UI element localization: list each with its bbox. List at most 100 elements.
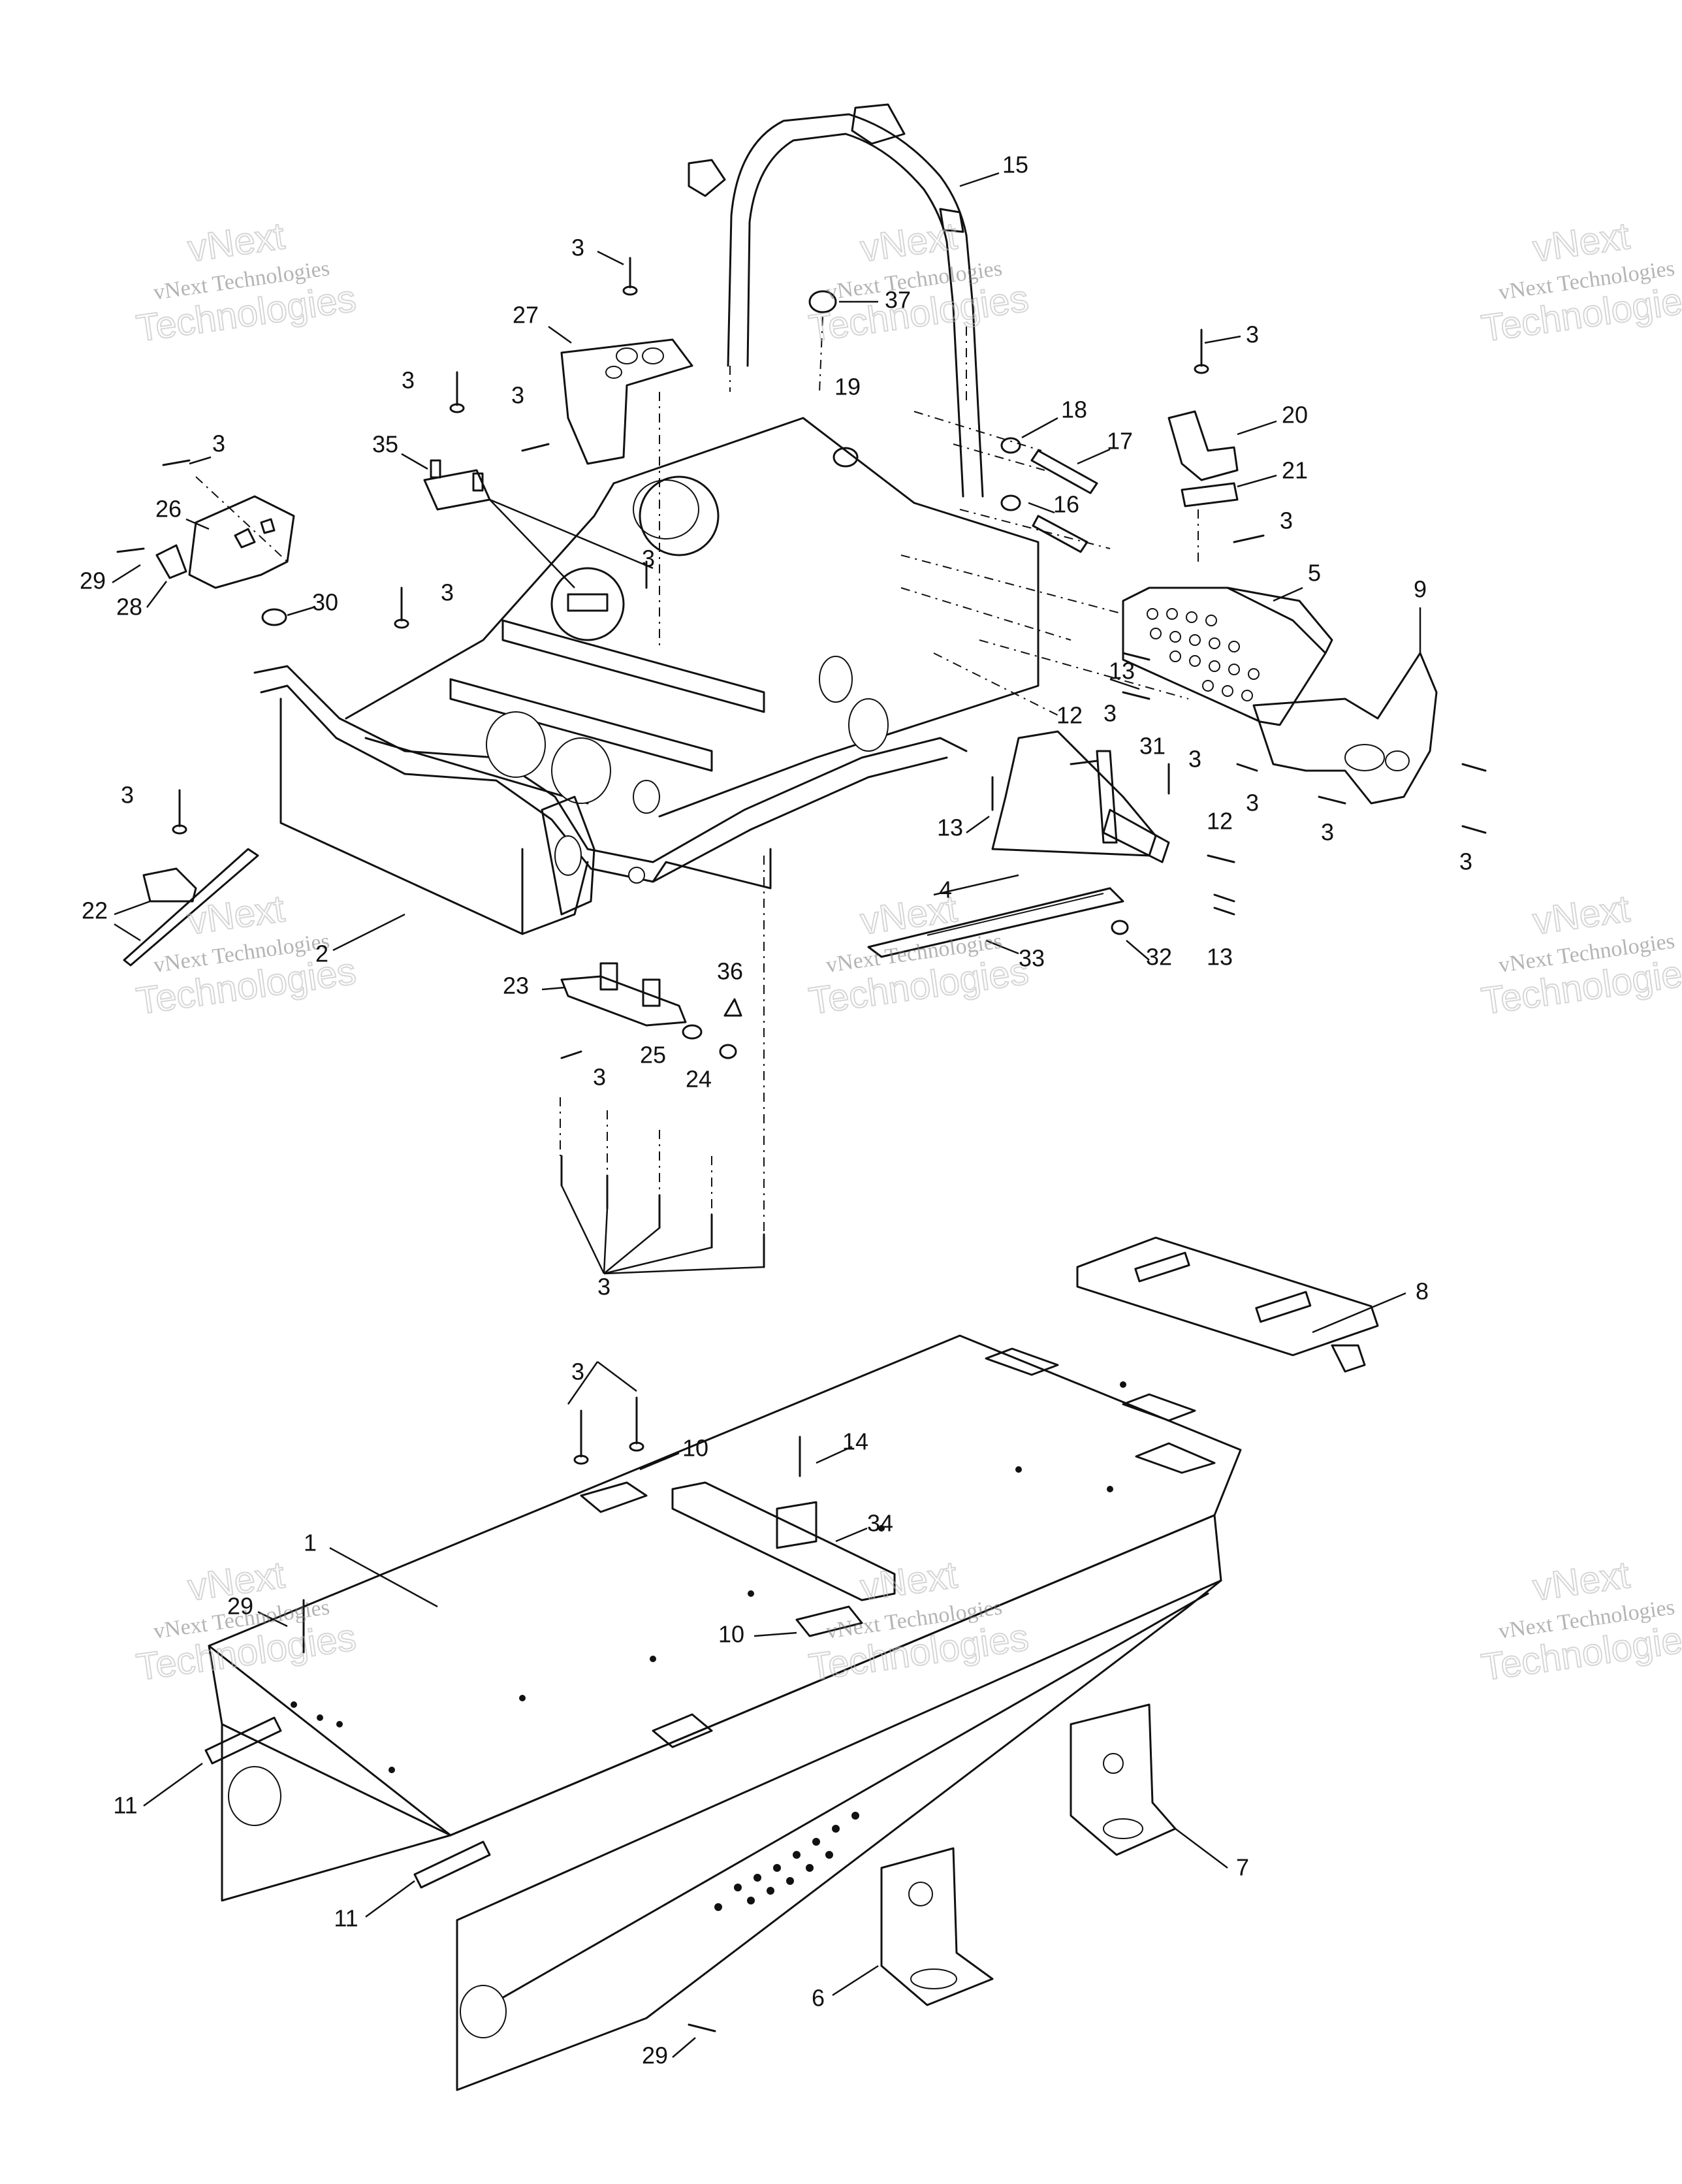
- callout-10: 10: [682, 1435, 708, 1462]
- washer-part-19: [833, 447, 859, 468]
- callout-37: 37: [885, 287, 911, 313]
- callout-25: 25: [640, 1042, 666, 1068]
- lower-rivets-part-3: [302, 1396, 801, 2032]
- callout-14: 14: [842, 1428, 868, 1455]
- callout-23: 23: [503, 972, 529, 999]
- callout-22: 22: [82, 897, 108, 924]
- callout-12: 12: [1056, 702, 1083, 729]
- support-part-4: [991, 730, 1170, 863]
- callout-11: 11: [113, 1792, 137, 1819]
- callout-30: 30: [312, 589, 338, 616]
- washer-part-30: [261, 608, 287, 626]
- callout-11: 11: [334, 1905, 358, 1932]
- callout-29: 29: [80, 568, 106, 594]
- callout-3: 3: [511, 382, 524, 409]
- callout-35: 35: [372, 431, 398, 458]
- callout-3: 3: [1280, 507, 1293, 534]
- bracket-part-6: [880, 1847, 994, 2006]
- main-frame-part-2: [253, 411, 1189, 935]
- frame-bracket: [541, 795, 595, 916]
- tunnel-part-1: [208, 1334, 1242, 2091]
- callout-3: 3: [642, 545, 655, 572]
- plate-part-26: [155, 476, 295, 589]
- callout-3: 3: [1459, 848, 1472, 875]
- callout-13: 13: [937, 814, 963, 841]
- angle-bracket-part-11: [204, 1716, 491, 1889]
- callout-1: 1: [304, 1530, 317, 1556]
- bracket-part-20-21: [1167, 410, 1239, 562]
- watermark-line1: vNext: [1531, 1554, 1632, 1609]
- callout-20: 20: [1282, 402, 1308, 428]
- watermark-line1: vNext: [1531, 215, 1632, 270]
- callout-8: 8: [1416, 1278, 1429, 1305]
- callout-3: 3: [402, 367, 415, 394]
- callout-3: 3: [212, 430, 225, 457]
- bracket-part-27: [560, 338, 693, 647]
- callout-3: 3: [1246, 321, 1259, 348]
- detail-circles: [550, 475, 720, 641]
- watermark-line1: vNext: [858, 1554, 960, 1609]
- callout-3: 3: [593, 1064, 606, 1091]
- footrest-pad-part-10: [580, 1481, 863, 1637]
- bar-part-33: [867, 887, 1129, 958]
- callout-31: 31: [1139, 733, 1166, 760]
- plate-part-8: [1076, 1236, 1379, 1373]
- callout-3: 3: [571, 234, 584, 261]
- footrest-part-5: [1122, 586, 1333, 726]
- callout-18: 18: [1061, 396, 1087, 423]
- leader-lines: [112, 172, 1421, 2058]
- watermark-line1: vNext: [858, 215, 960, 270]
- watermark-line1: vNext: [1531, 888, 1632, 943]
- callout-6: 6: [812, 1985, 825, 2012]
- brace-part-34: [671, 1481, 896, 1601]
- callout-3: 3: [571, 1358, 584, 1385]
- callout-13: 13: [1109, 658, 1135, 684]
- callout-21: 21: [1282, 457, 1308, 484]
- watermark-line1: vNext: [185, 888, 287, 943]
- callout-29: 29: [642, 2042, 668, 2069]
- nut-part-37: [808, 290, 837, 313]
- callout-12: 12: [1207, 808, 1233, 835]
- callout-7: 7: [1236, 1854, 1249, 1881]
- footrest-holes: [1147, 608, 1260, 701]
- callout-32: 32: [1146, 944, 1172, 971]
- callout-10: 10: [718, 1621, 744, 1648]
- side-plate-part-9: [1252, 652, 1438, 805]
- callout-16: 16: [1053, 491, 1079, 518]
- callout-33: 33: [1019, 945, 1045, 972]
- callout-2: 2: [315, 940, 328, 967]
- callout-3: 3: [1103, 700, 1117, 727]
- tunnel-dots: [291, 1381, 1126, 1911]
- hinge-part-23: [560, 962, 742, 1059]
- watermark-line1: vNext: [185, 215, 287, 270]
- bolts-part-16-17-18: [1000, 437, 1098, 553]
- rivets-part-3: [116, 257, 1487, 1268]
- callout-3: 3: [441, 579, 454, 606]
- callout-34: 34: [867, 1510, 893, 1537]
- rivet-lead-lines: [560, 856, 765, 1275]
- callout-24: 24: [686, 1066, 712, 1093]
- callout-3: 3: [1321, 819, 1334, 846]
- callout-4: 4: [939, 876, 952, 903]
- callout-3: 3: [597, 1274, 611, 1300]
- callout-36: 36: [717, 958, 743, 985]
- callout-15: 15: [1002, 152, 1028, 178]
- callout-3: 3: [1246, 790, 1259, 816]
- steering-post-part-15: [688, 103, 984, 498]
- bracket-part-7: [1070, 1703, 1177, 1856]
- callout-5: 5: [1308, 560, 1321, 586]
- callout-17: 17: [1107, 428, 1133, 455]
- callout-3: 3: [121, 782, 134, 809]
- callout-27: 27: [513, 302, 539, 329]
- callout-9: 9: [1414, 576, 1427, 603]
